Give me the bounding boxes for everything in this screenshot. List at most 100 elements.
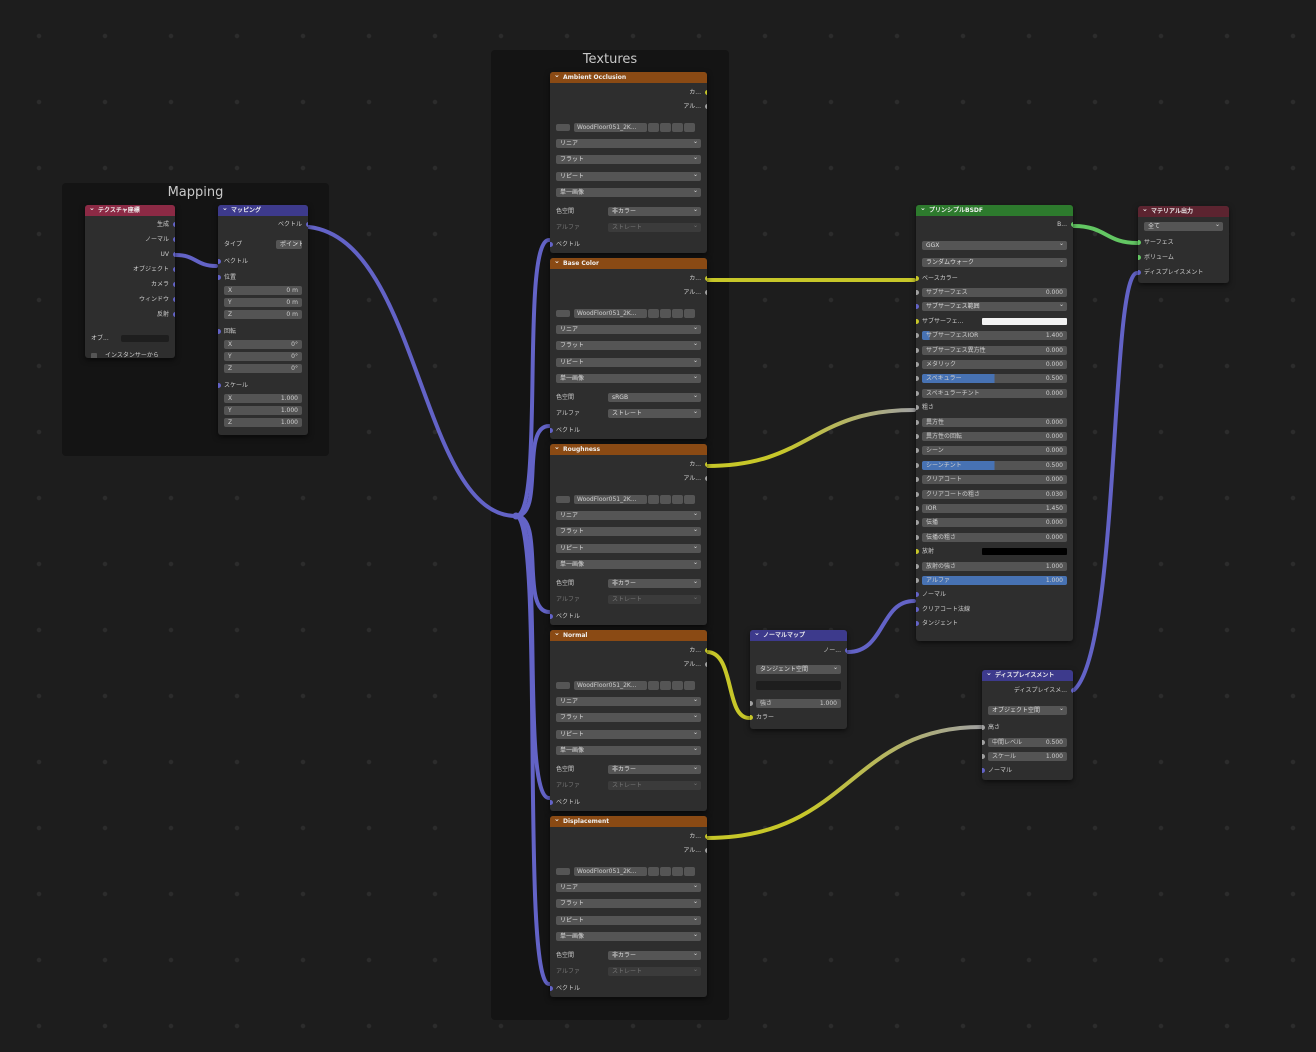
alpha-mode-dropdown[interactable]: ストレート	[608, 967, 701, 976]
bsdf-row-12-socket[interactable]	[916, 462, 919, 468]
color-output-socket[interactable]	[704, 462, 707, 467]
node-header[interactable]: マテリアル出力	[1138, 206, 1229, 217]
bsdf-row-8-socket[interactable]	[916, 405, 919, 411]
colorspace-dropdown[interactable]: 非カラー	[608, 579, 701, 588]
node-header[interactable]: Displacement	[550, 816, 707, 827]
interpolation-dropdown[interactable]: リニア	[556, 511, 701, 520]
image-type-icon[interactable]	[556, 124, 570, 131]
open-folder-icon[interactable]	[672, 681, 683, 690]
output-socket[interactable]	[172, 282, 175, 287]
bsdf-row-6-socket[interactable]	[916, 376, 919, 382]
bsdf-row-1-socket[interactable]	[916, 304, 919, 310]
reroute-to-texture-wire[interactable]	[514, 238, 551, 518]
reroute-node[interactable]	[512, 512, 520, 520]
bsdf-row-7-socket[interactable]	[916, 390, 919, 396]
source-dropdown[interactable]: 単一画像	[556, 188, 701, 197]
normal-input-socket[interactable]	[982, 768, 985, 773]
mapping-type-dropdown[interactable]: ポイント	[276, 240, 302, 249]
node-header[interactable]: マッピング	[218, 205, 308, 216]
displacement-node[interactable]: ディスプレイスメント ディスプレイスメ...オブジェクト空間高さ中間レベル0.5…	[982, 670, 1073, 780]
bsdf-row-2-socket[interactable]	[916, 318, 919, 324]
distribution-dropdown[interactable]: GGX	[922, 241, 1067, 250]
node-header[interactable]: ディスプレイスメント	[982, 670, 1073, 681]
interpolation-dropdown[interactable]: リニア	[556, 883, 701, 892]
height-input-socket[interactable]	[982, 725, 985, 730]
image-texture-node[interactable]: Displacementカ...アル...WoodFloor051_2K...リ…	[550, 816, 707, 997]
image-selector[interactable]: WoodFloor051_2K...	[556, 681, 701, 690]
output-socket[interactable]	[172, 252, 175, 257]
new-image-icon[interactable]	[660, 867, 671, 876]
source-dropdown[interactable]: 単一画像	[556, 746, 701, 755]
uv-map-field[interactable]	[756, 681, 841, 690]
image-selector[interactable]: WoodFloor051_2K...	[556, 867, 701, 876]
unlink-icon[interactable]	[684, 681, 695, 690]
open-folder-icon[interactable]	[672, 867, 683, 876]
open-folder-icon[interactable]	[672, 495, 683, 504]
scale-input-socket[interactable]	[218, 383, 221, 388]
uv-to-mapping-wire[interactable]	[174, 253, 218, 268]
bsdf-row-17-socket[interactable]	[916, 534, 919, 540]
bsdf-row-5-socket[interactable]	[916, 362, 919, 367]
bsdf-row-0-socket[interactable]	[916, 290, 919, 295]
alpha-output-socket[interactable]	[704, 290, 707, 295]
subsurface-method-dropdown[interactable]: ランダムウォーク	[922, 258, 1067, 267]
image-name-field[interactable]: WoodFloor051_2K...	[574, 495, 647, 504]
reroute-to-texture-wire[interactable]	[514, 424, 551, 518]
strength-input-socket[interactable]	[750, 701, 753, 706]
image-name-field[interactable]: WoodFloor051_2K...	[574, 123, 647, 132]
alpha-mode-dropdown[interactable]: ストレート	[608, 781, 701, 790]
output-socket[interactable]	[172, 267, 175, 272]
normalmap-to-bsdf-wire[interactable]	[846, 599, 916, 654]
extension-dropdown[interactable]: リピート	[556, 730, 701, 739]
bsdf-row-13-socket[interactable]	[916, 477, 919, 483]
image-type-icon[interactable]	[556, 496, 570, 503]
vector-input-socket[interactable]	[550, 986, 553, 991]
roughness-to-bsdf-wire[interactable]	[705, 408, 916, 468]
source-dropdown[interactable]: 単一画像	[556, 932, 701, 941]
projection-dropdown[interactable]: フラット	[556, 155, 701, 164]
bsdf-row-20-socket[interactable]	[916, 578, 919, 583]
bsdf-row-4-socket[interactable]	[916, 347, 919, 353]
base-color-input-socket[interactable]	[916, 276, 919, 281]
from-instancer-checkbox[interactable]: インスタンサーから	[91, 351, 169, 358]
bsdf-row-18[interactable]: 放射	[922, 547, 1067, 556]
fake-user-icon[interactable]	[648, 495, 659, 504]
space-dropdown[interactable]: オブジェクト空間	[988, 706, 1067, 715]
node-header[interactable]: Normal	[550, 630, 707, 641]
object-picker[interactable]	[121, 335, 169, 342]
image-type-icon[interactable]	[556, 868, 570, 875]
projection-dropdown[interactable]: フラット	[556, 713, 701, 722]
alpha-mode-dropdown[interactable]: ストレート	[608, 409, 701, 418]
bsdf-row-23-socket[interactable]	[916, 621, 919, 627]
image-name-field[interactable]: WoodFloor051_2K...	[574, 867, 647, 876]
unlink-icon[interactable]	[684, 867, 695, 876]
midlevel-input-socket[interactable]	[982, 740, 985, 745]
input-socket[interactable]	[1138, 255, 1141, 260]
output-socket[interactable]	[172, 222, 175, 227]
vector-input-socket[interactable]	[550, 614, 553, 619]
image-texture-node[interactable]: Normalカ...アル...WoodFloor051_2K...リニアフラット…	[550, 630, 707, 811]
projection-dropdown[interactable]: フラット	[556, 341, 701, 350]
alpha-output-socket[interactable]	[704, 848, 707, 853]
space-dropdown[interactable]: タンジェント空間	[756, 665, 841, 674]
principled-bsdf-node[interactable]: プリンシプルBSDF B...GGXランダムウォークベースカラーサブサーフェス0…	[916, 205, 1073, 641]
mapping-node[interactable]: マッピング ベクトルタイプポイントベクトル位置X0 mY0 mZ0 m回転X0°…	[218, 205, 308, 435]
color-swatch[interactable]	[982, 548, 1067, 556]
colorspace-dropdown[interactable]: 非カラー	[608, 765, 701, 774]
unlink-icon[interactable]	[684, 309, 695, 318]
